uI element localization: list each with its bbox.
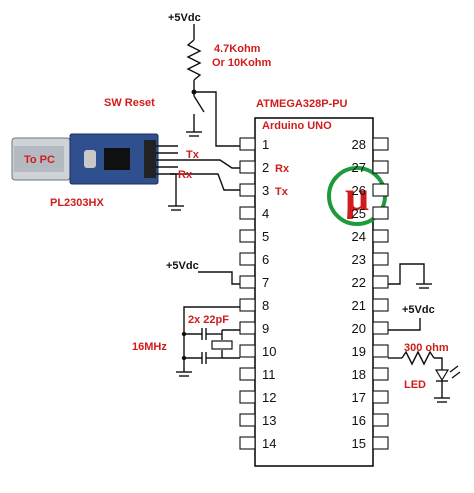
pin-left-2: 2 <box>239 160 269 175</box>
pin-number: 18 <box>352 367 366 382</box>
right-pin-column: 28 27 26 25 24 23 22 21 20 19 18 17 16 15 <box>352 137 389 451</box>
pin-number: 27 <box>352 160 366 175</box>
pin-right-21: 21 <box>352 298 389 313</box>
pin-number: 20 <box>352 321 366 336</box>
usb-serial-module: To PC PL2303HX <box>11 133 178 209</box>
pin-left-8: 8 <box>239 298 269 313</box>
pin-number: 19 <box>352 344 366 359</box>
usb-chip <box>104 148 130 170</box>
pullup-resistor <box>186 39 202 81</box>
pin-number: 1 <box>262 137 269 152</box>
pin-right-16: 16 <box>352 413 389 428</box>
pin-left-5: 5 <box>239 229 269 244</box>
led-resistor <box>401 350 435 366</box>
pin-right-25: 25 <box>352 206 389 221</box>
pin-left-9: 9 <box>239 321 269 336</box>
pin-number: 26 <box>352 183 366 198</box>
pin-left-3: 3 <box>239 183 269 198</box>
pin-right-27: 27 <box>352 160 389 175</box>
pin-number: 13 <box>262 413 276 428</box>
pin-number: 12 <box>262 390 276 405</box>
usb-plug-metal <box>14 146 64 172</box>
led-circuit: 300 ohm LED <box>388 342 461 403</box>
pin-right-22: 22 <box>352 275 389 290</box>
pin-number: 11 <box>262 367 276 382</box>
pin-number: 5 <box>262 229 269 244</box>
usb-crystal <box>84 150 96 168</box>
pin-right-15: 15 <box>352 436 389 451</box>
pin-right-23: 23 <box>352 252 389 267</box>
crystal-label: 16MHz <box>132 341 167 353</box>
usb-header <box>144 140 156 178</box>
resistor-value-1: 4.7Kohm <box>214 43 261 55</box>
pin-number: 22 <box>352 275 366 290</box>
pin-number: 4 <box>262 206 269 221</box>
pin-left-4: 4 <box>239 206 269 221</box>
pin-right-24: 24 <box>352 229 389 244</box>
chip-name-label: ATMEGA328P-PU <box>256 98 348 110</box>
pin-right-20: 20 <box>352 321 389 336</box>
tx-pin-label: Tx <box>275 186 289 198</box>
pin-number: 3 <box>262 183 269 198</box>
reset-switch <box>193 95 205 113</box>
led-label: LED <box>404 379 426 391</box>
pin-number: 16 <box>352 413 366 428</box>
pin-number: 7 <box>262 275 269 290</box>
pin-right-19: 19 <box>352 344 389 359</box>
pin-number: 10 <box>262 344 276 359</box>
left-power: +5Vdc <box>166 260 240 377</box>
pin-right-28: 28 <box>352 137 389 152</box>
pin-number: 14 <box>262 436 276 451</box>
reset-circuit: +5Vdc 4.7Kohm Or 10Kohm SW Reset <box>104 12 272 147</box>
pin-right-18: 18 <box>352 367 389 382</box>
rx-left-label: Rx <box>178 169 193 181</box>
crystal-16mhz <box>211 340 233 350</box>
vcc-left-label: +5Vdc <box>166 260 199 272</box>
pin22-ground <box>388 263 432 289</box>
pin-number: 2 <box>262 160 269 175</box>
pin-number: 6 <box>262 252 269 267</box>
vcc-top-label: +5Vdc <box>168 12 201 24</box>
crystal-circuit: 2x 22pF 16MHz <box>132 314 240 364</box>
pin-left-14: 14 <box>239 436 276 451</box>
pin-left-12: 12 <box>239 390 276 405</box>
vcc-right-label: +5Vdc <box>402 304 435 316</box>
pin20-vcc: +5Vdc <box>388 304 435 331</box>
led-symbol <box>434 369 450 382</box>
to-pc-label: To PC <box>24 154 55 166</box>
pin-number: 21 <box>352 298 366 313</box>
serial-wires: Tx Rx <box>178 149 250 191</box>
led-resistor-label: 300 ohm <box>404 342 449 354</box>
pin-number: 15 <box>352 436 366 451</box>
pin-number: 17 <box>352 390 366 405</box>
pin-right-26: 26 <box>352 183 389 198</box>
tx-left-label: Tx <box>186 149 200 161</box>
pin-left-6: 6 <box>239 252 269 267</box>
pin-left-1: 1 <box>239 137 269 152</box>
module-ground <box>168 173 184 211</box>
pin-number: 28 <box>352 137 366 152</box>
resistor-value-2: Or 10Kohm <box>212 57 272 69</box>
rx-pin-label: Rx <box>275 163 290 175</box>
pin-left-11: 11 <box>239 367 276 382</box>
pin-left-7: 7 <box>239 275 269 290</box>
pin-number: 8 <box>262 298 269 313</box>
cap-value-label: 2x 22pF <box>188 314 229 326</box>
sw-reset-label: SW Reset <box>104 97 155 109</box>
pin-left-13: 13 <box>239 413 276 428</box>
board-name-label: Arduino UNO <box>262 120 332 132</box>
pin-number: 24 <box>352 229 366 244</box>
pin-number: 9 <box>262 321 269 336</box>
pin-left-10: 10 <box>239 344 276 359</box>
pin-right-17: 17 <box>352 390 389 405</box>
pin-number: 25 <box>352 206 366 221</box>
logo-glyph: μ <box>345 174 369 220</box>
pin-number: 23 <box>352 252 366 267</box>
usb-module-label: PL2303HX <box>50 197 104 209</box>
